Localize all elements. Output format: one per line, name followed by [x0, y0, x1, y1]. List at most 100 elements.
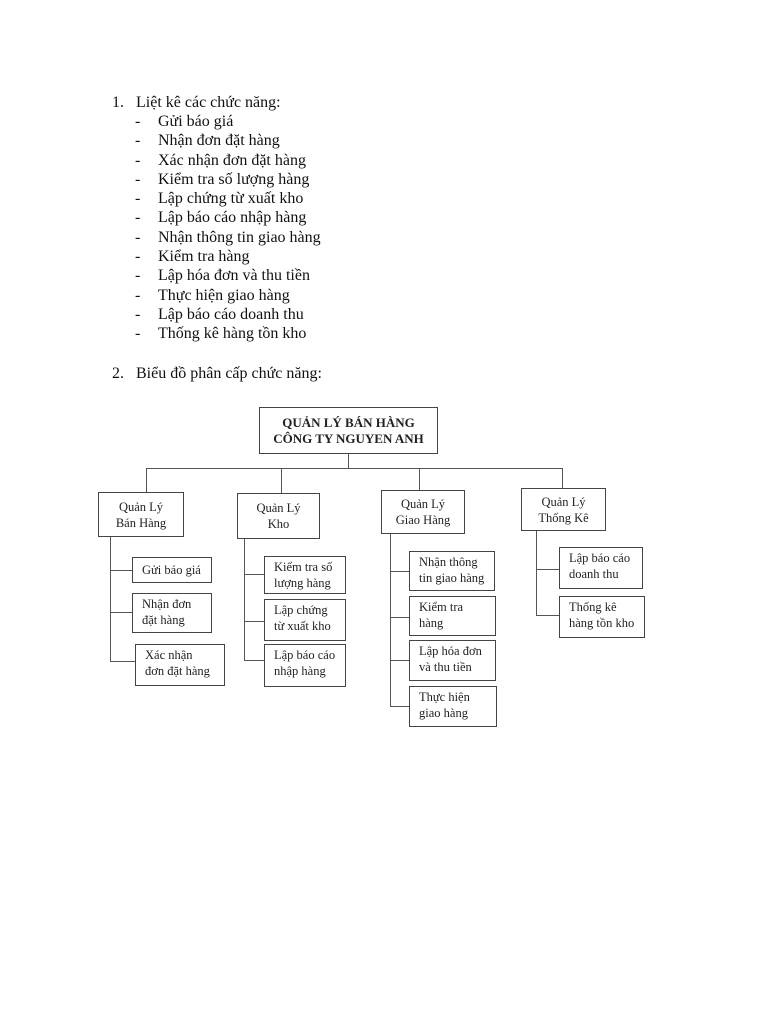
child-box: Xác nhận đơn đặt hàng: [135, 644, 225, 686]
list-item: -Kiểm tra hàng: [135, 248, 250, 266]
child-box: Lập hóa đơn và thu tiền: [409, 640, 496, 681]
group-title-line: Quản Lý: [541, 494, 586, 509]
group-title-line: Thống Kê: [538, 510, 589, 525]
root-line-2: CÔNG TY NGUYEN ANH: [273, 430, 424, 446]
child-text: Lập chứng: [274, 603, 328, 617]
group-box-kho: Quản Lý Kho: [237, 493, 320, 539]
section-1-heading: 1. Liệt kê các chức năng:: [112, 93, 281, 112]
list-item-text: Lập hóa đơn và thu tiền: [158, 267, 310, 285]
child-text: lượng hàng: [274, 576, 331, 590]
connector-line: [390, 617, 409, 618]
child-box: Kiểm tra hàng: [409, 596, 496, 636]
connector-line: [110, 612, 132, 613]
child-text: doanh thu: [569, 567, 619, 581]
child-box: Nhận đơn đặt hàng: [132, 593, 212, 633]
child-text: Gửi báo giá: [142, 563, 201, 577]
list-item-text: Lập chứng từ xuất kho: [158, 190, 304, 208]
list-item-text: Lập báo cáo doanh thu: [158, 305, 304, 323]
connector-line: [562, 468, 563, 488]
list-item-text: Nhận thông tin giao hàng: [158, 228, 321, 246]
connector-line: [244, 621, 264, 622]
child-text: nhập hàng: [274, 664, 326, 678]
section-1-title: Liệt kê các chức năng:: [136, 94, 281, 111]
connector-line: [110, 570, 132, 571]
child-text: đơn đặt hàng: [145, 664, 210, 678]
child-box: Gửi báo giá: [132, 557, 212, 583]
section-2-number: 2.: [112, 365, 124, 382]
connector-line: [390, 706, 409, 707]
child-box: Kiểm tra số lượng hàng: [264, 556, 346, 594]
list-item-text: Thực hiện giao hàng: [158, 286, 290, 304]
connector-line: [390, 660, 409, 661]
child-box: Thống kê hàng tồn kho: [559, 596, 645, 638]
connector-line: [281, 468, 282, 493]
group-title-line: Bán Hàng: [115, 515, 167, 530]
list-item-text: Xác nhận đơn đặt hàng: [158, 151, 306, 169]
function-list: -Gửi báo giá -Nhận đơn đặt hàng -Xác nhậ…: [135, 112, 321, 344]
group-title-line: Quản Lý: [118, 499, 164, 514]
child-text: giao hàng: [419, 706, 468, 720]
list-item: -Lập chứng từ xuất kho: [135, 190, 304, 208]
root-line-1: QUẢN LÝ BÁN HÀNG: [282, 414, 415, 430]
list-item-text: Gửi báo giá: [158, 113, 234, 130]
connector-line: [390, 571, 409, 572]
child-text: Kiểm tra số: [274, 560, 333, 574]
child-text: Nhận đơn: [142, 597, 192, 611]
child-text: Nhận thông: [419, 555, 478, 569]
list-item: -Nhận thông tin giao hàng: [135, 228, 321, 246]
child-text: Lập hóa đơn: [419, 644, 482, 658]
group-title-line: Quản Lý: [400, 497, 446, 511]
list-item: -Kiểm tra số lượng hàng: [135, 170, 310, 188]
list-item: -Gửi báo giá: [135, 113, 234, 130]
connector-line: [110, 661, 135, 662]
child-text: Kiểm tra: [419, 600, 464, 614]
list-item-text: Lập báo cáo nhập hàng: [158, 209, 307, 227]
child-text: Lập báo cáo: [274, 648, 336, 662]
connector-line: [348, 454, 349, 468]
connector-line: [110, 537, 111, 661]
list-item-text: Thống kê hàng tồn kho: [158, 325, 307, 343]
child-text: Xác nhận: [145, 648, 193, 662]
connector-line: [146, 468, 147, 492]
list-item: -Thực hiện giao hàng: [135, 286, 290, 304]
child-box: Nhận thông tin giao hàng: [409, 551, 495, 591]
list-item: -Xác nhận đơn đặt hàng: [135, 151, 306, 169]
list-item: -Thống kê hàng tồn kho: [135, 325, 307, 343]
connector-line: [536, 569, 559, 570]
list-item: -Nhận đơn đặt hàng: [135, 132, 280, 150]
list-item: -Lập hóa đơn và thu tiền: [135, 267, 310, 285]
section-1-number: 1.: [112, 94, 124, 111]
list-item-text: Kiểm tra số lượng hàng: [158, 170, 310, 188]
child-text: Thực hiện: [419, 690, 470, 704]
connector-line: [244, 539, 245, 660]
child-box: Lập báo cáo doanh thu: [559, 547, 643, 589]
root-box: QUẢN LÝ BÁN HÀNG CÔNG TY NGUYEN ANH: [259, 407, 438, 454]
child-box: Thực hiện giao hàng: [409, 686, 497, 727]
child-text: đặt hàng: [142, 613, 185, 627]
connector-line: [244, 574, 264, 575]
connector-line: [419, 468, 420, 490]
section-2-heading: 2.Biểu đồ phân cấp chức năng:: [112, 364, 322, 383]
child-box: Lập chứng từ xuất kho: [264, 599, 346, 641]
list-item-text: Nhận đơn đặt hàng: [158, 132, 280, 150]
group-title-line: Giao Hàng: [395, 513, 451, 527]
child-text: từ xuất kho: [274, 619, 331, 633]
child-text: hàng tồn kho: [569, 616, 635, 630]
group-title-line: Quản Lý: [256, 501, 301, 515]
child-text: Lập báo cáo: [569, 551, 631, 565]
group-box-giao-hang: Quản Lý Giao Hàng: [381, 490, 465, 534]
child-box: Lập báo cáo nhập hàng: [264, 644, 346, 687]
child-text: tin giao hàng: [419, 571, 485, 585]
child-text: hàng: [419, 616, 444, 630]
connector-line: [146, 468, 563, 469]
group-title-line: Kho: [267, 517, 290, 531]
connector-line: [244, 660, 264, 661]
list-item: -Lập báo cáo doanh thu: [135, 305, 304, 323]
connector-line: [536, 531, 537, 616]
child-text: và thu tiền: [419, 660, 472, 674]
list-item-text: Kiểm tra hàng: [158, 248, 250, 266]
list-item: -Lập báo cáo nhập hàng: [135, 209, 307, 227]
